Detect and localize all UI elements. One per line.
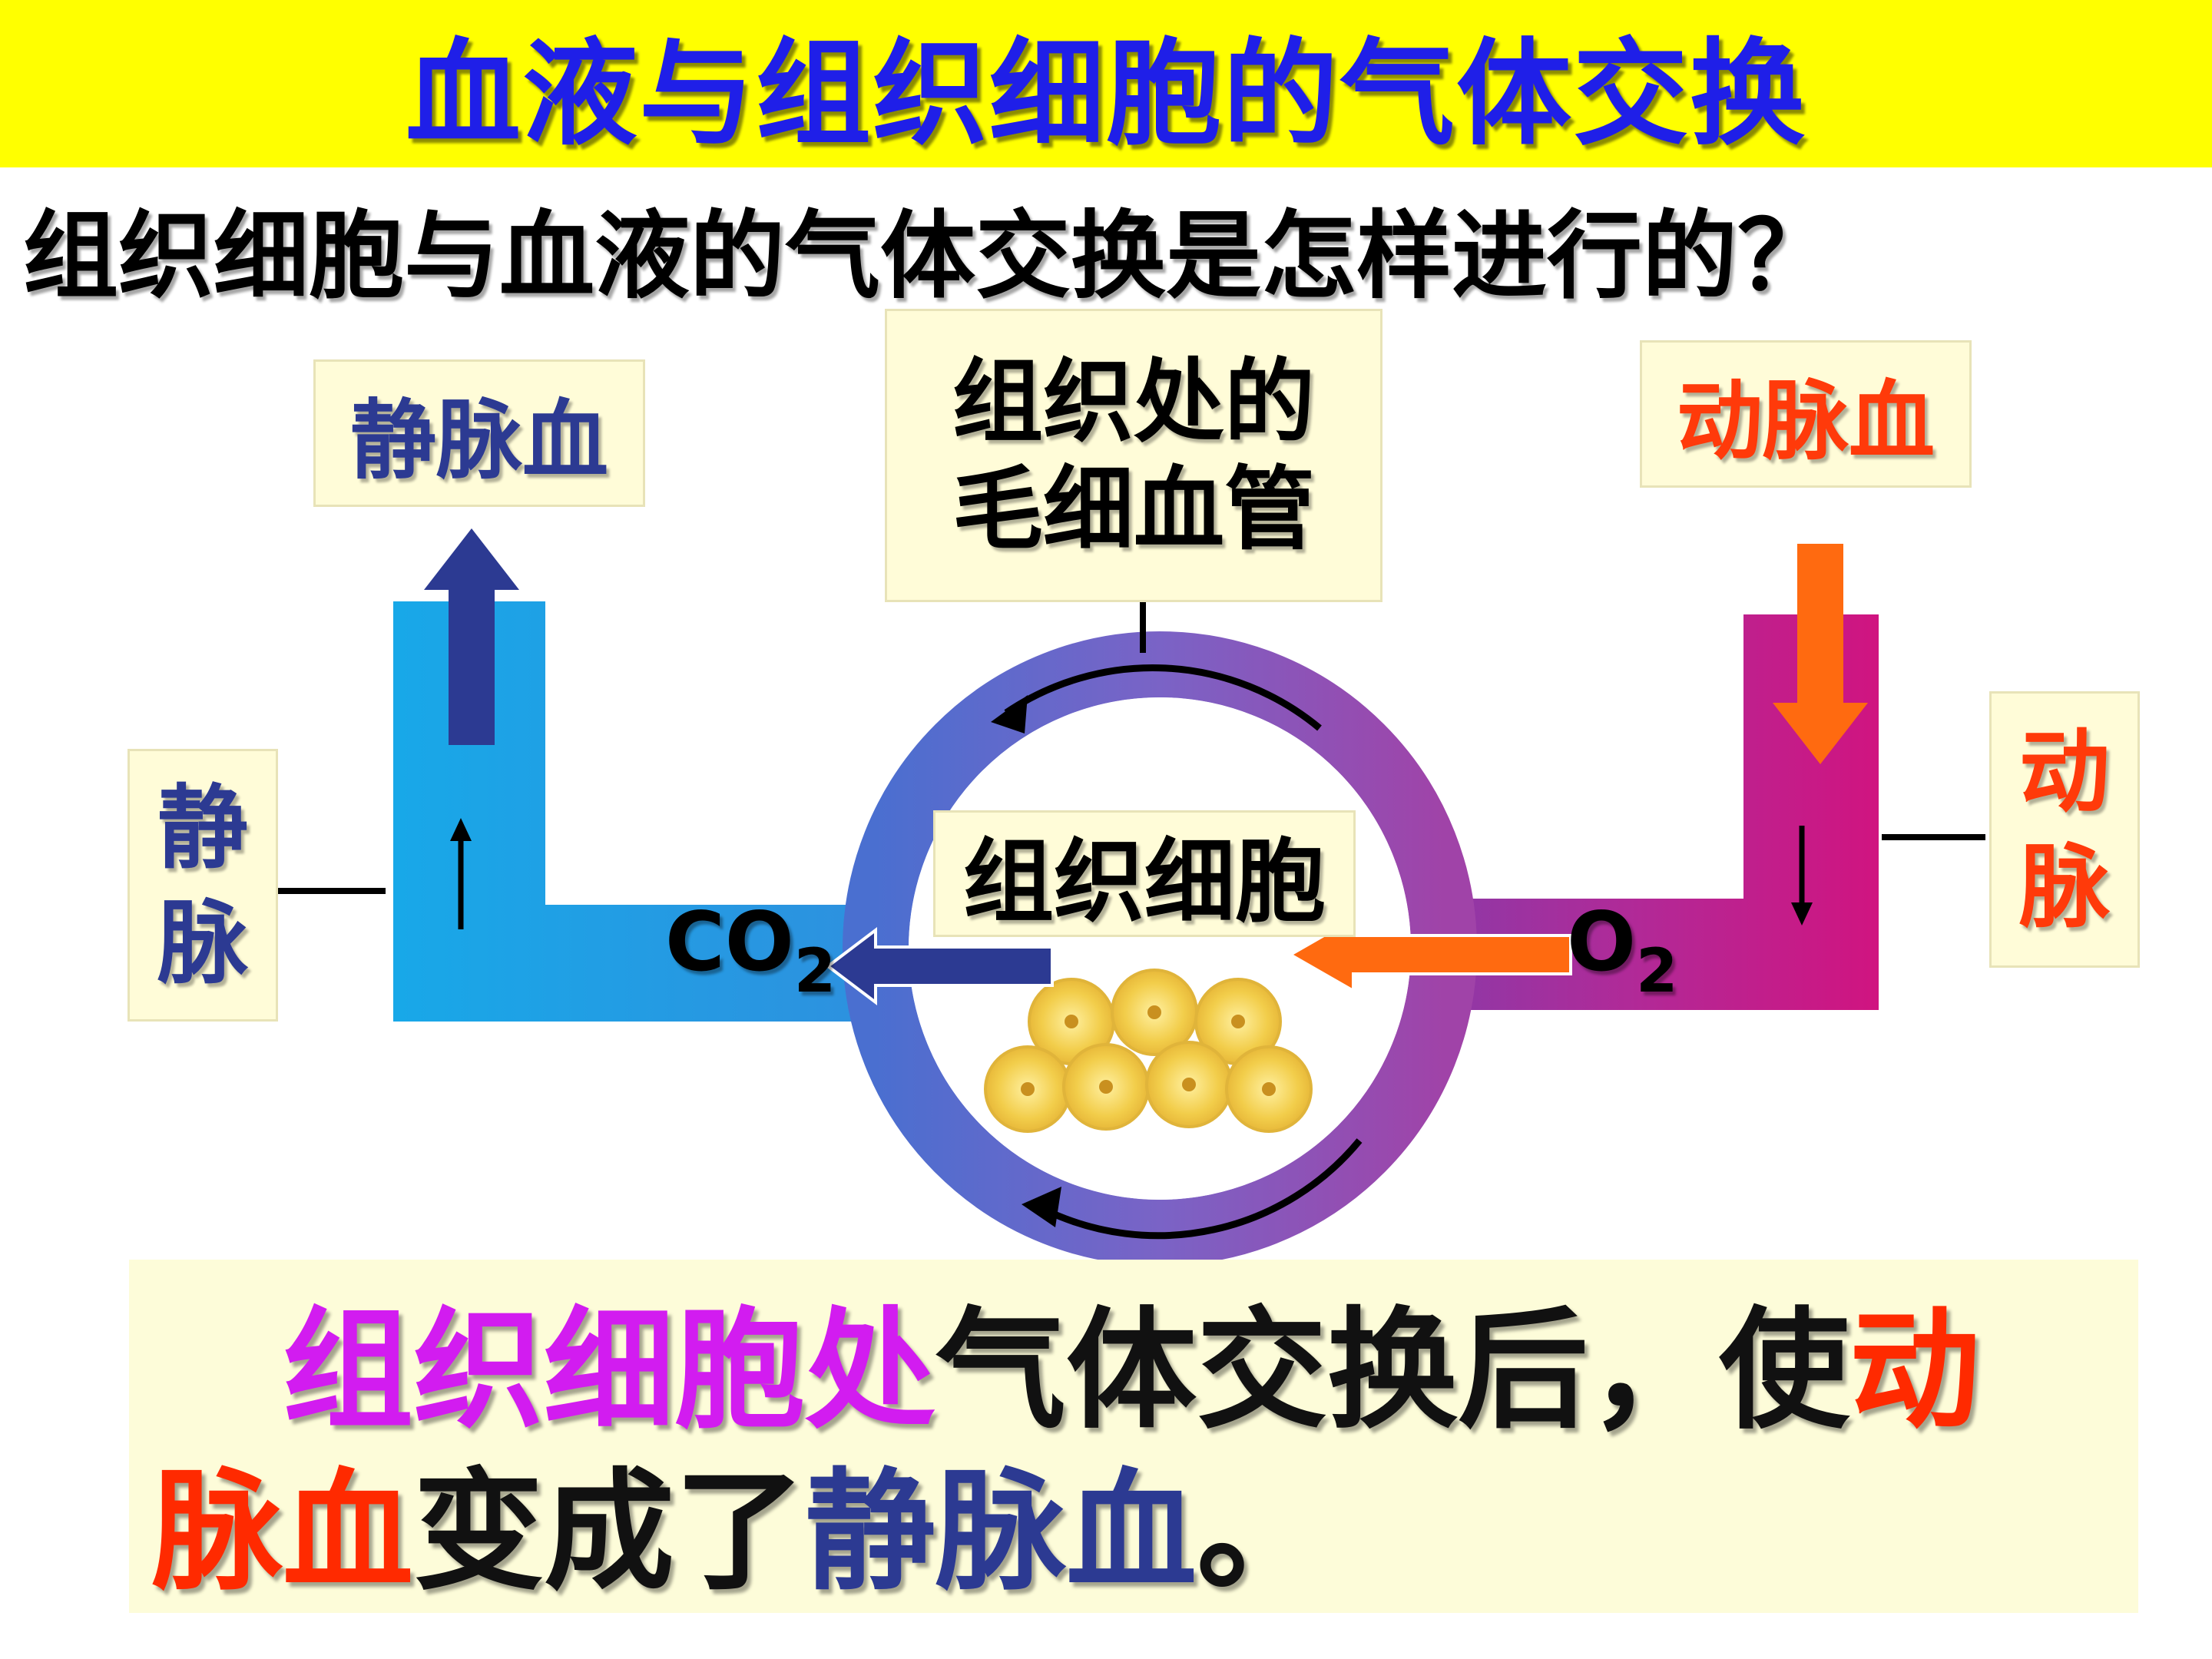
tissue-cell-cluster xyxy=(984,969,1313,1133)
summary-part6: 静脉血 xyxy=(805,1456,1197,1608)
venous-out-arrow xyxy=(424,528,519,745)
o2-subscript: 2 xyxy=(1636,937,1678,1006)
summary-part1: 组织细胞处 xyxy=(283,1295,936,1447)
vein-vessel xyxy=(393,601,906,1022)
venous-blood-label: 静脉血 xyxy=(350,391,608,491)
tissue-cell xyxy=(1262,1082,1276,1096)
flow-arrow-bottom-head xyxy=(1022,1187,1061,1227)
summary-box: 组织细胞处气体交换后，使动脉血变成了静脉血。 xyxy=(129,1260,2138,1613)
question-text: 组织细胞与血液的气体交换是怎样进行的？ xyxy=(23,201,1833,312)
o2-base: O xyxy=(1567,895,1637,989)
tissue-cell xyxy=(1099,1080,1113,1094)
summary-text: 组织细胞处气体交换后，使动脉血变成了静脉血。 xyxy=(152,1290,2115,1613)
tissue-cell-label-box: 组织细胞 xyxy=(933,810,1356,937)
capillary-label-box: 组织处的 毛细血管 xyxy=(885,309,1382,602)
tissue-cell xyxy=(1147,1005,1161,1019)
artery-label-char1: 动 xyxy=(2018,719,2110,825)
tissue-cell-label: 组织细胞 xyxy=(962,829,1326,935)
arterial-in-arrow xyxy=(1773,544,1868,764)
title-bar: 血液与组织细胞的气体交换 xyxy=(0,0,2212,167)
arterial-blood-label-box: 动脉血 xyxy=(1640,340,1972,488)
vein-flow-arrow-head xyxy=(450,818,472,841)
flow-arrow-top xyxy=(1004,664,1322,731)
artery-label-char2: 脉 xyxy=(2018,834,2110,940)
co2-base: CO xyxy=(665,895,794,989)
summary-part5: 变成了 xyxy=(413,1456,806,1608)
co2-subscript: 2 xyxy=(793,937,836,1006)
tissue-cell xyxy=(1231,1015,1245,1028)
artery-label-box: 动 脉 xyxy=(1989,691,2140,968)
page-title: 血液与组织细胞的气体交换 xyxy=(405,27,1806,161)
capillary-label-line1: 组织处的 xyxy=(952,349,1315,455)
summary-part7: 。 xyxy=(1197,1456,1328,1608)
o2-label: O2 xyxy=(1567,895,1677,1006)
co2-arrow xyxy=(825,926,1054,1006)
capillary-label-line2: 毛细血管 xyxy=(952,456,1315,562)
vein-label-char2: 脉 xyxy=(157,889,248,996)
co2-label: CO2 xyxy=(665,895,836,1006)
tissue-cell xyxy=(1065,1015,1078,1028)
tissue-cell xyxy=(1021,1082,1035,1096)
flow-arrow-bottom xyxy=(1043,1138,1363,1240)
summary-part3: 动 xyxy=(1849,1295,1981,1447)
artery-vessel xyxy=(1421,614,1879,1010)
artery-flow-arrow-head xyxy=(1791,902,1813,926)
vein-label-char1: 静 xyxy=(157,774,248,881)
summary-part4: 脉血 xyxy=(152,1456,414,1608)
arterial-blood-label: 动脉血 xyxy=(1677,372,1935,472)
summary-part2: 气体交换后，使 xyxy=(935,1295,1850,1447)
tissue-cell xyxy=(1182,1078,1196,1091)
vein-label-box: 静 脉 xyxy=(127,749,278,1022)
venous-blood-label-box: 静脉血 xyxy=(313,359,645,507)
flow-arrow-top-head xyxy=(991,695,1028,733)
